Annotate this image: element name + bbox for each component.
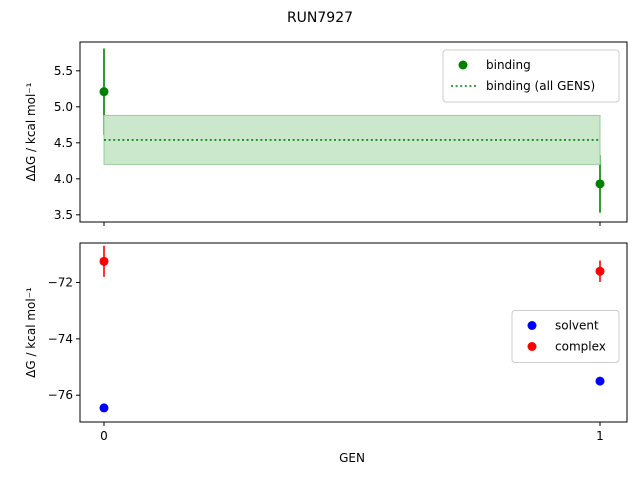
chart-title: RUN7927 (287, 10, 353, 26)
y-axis-label: ΔG / kcal mol⁻¹ (24, 287, 38, 378)
y-tick-label: 4.0 (54, 172, 73, 186)
y-tick-label: 4.5 (54, 136, 73, 150)
axes-frame (79, 242, 628, 423)
data-point (595, 179, 605, 189)
y-tick-label: −74 (48, 332, 73, 346)
legend-label: binding (all GENS) (486, 79, 595, 93)
y-tick-label: −76 (48, 388, 73, 402)
data-point (99, 256, 109, 266)
y-tick-label: 5.0 (54, 100, 73, 114)
legend-dot-marker (458, 60, 468, 70)
legend-box (511, 310, 620, 363)
y-tick-label: −72 (48, 275, 73, 289)
legend-dot-marker (527, 321, 537, 330)
legend-label: binding (486, 58, 531, 72)
x-tick-label: 1 (596, 429, 604, 443)
y-tick-label: 3.5 (54, 208, 73, 222)
x-tick-label: 0 (100, 429, 108, 443)
confidence-band (103, 114, 601, 165)
legend-box (442, 49, 620, 103)
axes-frame (79, 41, 628, 223)
legend-label: solvent (555, 319, 599, 333)
legend: binding binding (all GENS) (442, 49, 620, 103)
legend-dot-marker (527, 342, 537, 351)
data-point (99, 87, 109, 97)
data-point (595, 376, 605, 386)
y-tick-label: 5.5 (54, 64, 73, 78)
y-axis-label: ΔΔG / kcal mol⁻¹ (24, 82, 38, 181)
legend: solvent complex (511, 310, 620, 363)
x-axis-label: GEN (339, 451, 365, 465)
panel-solvent-complex: −76 −74 −72 0 1 ΔG / kcal mol⁻¹ solvent complex (24, 242, 628, 443)
data-point (99, 403, 109, 413)
data-point (595, 266, 605, 276)
legend-label: complex (555, 340, 606, 354)
